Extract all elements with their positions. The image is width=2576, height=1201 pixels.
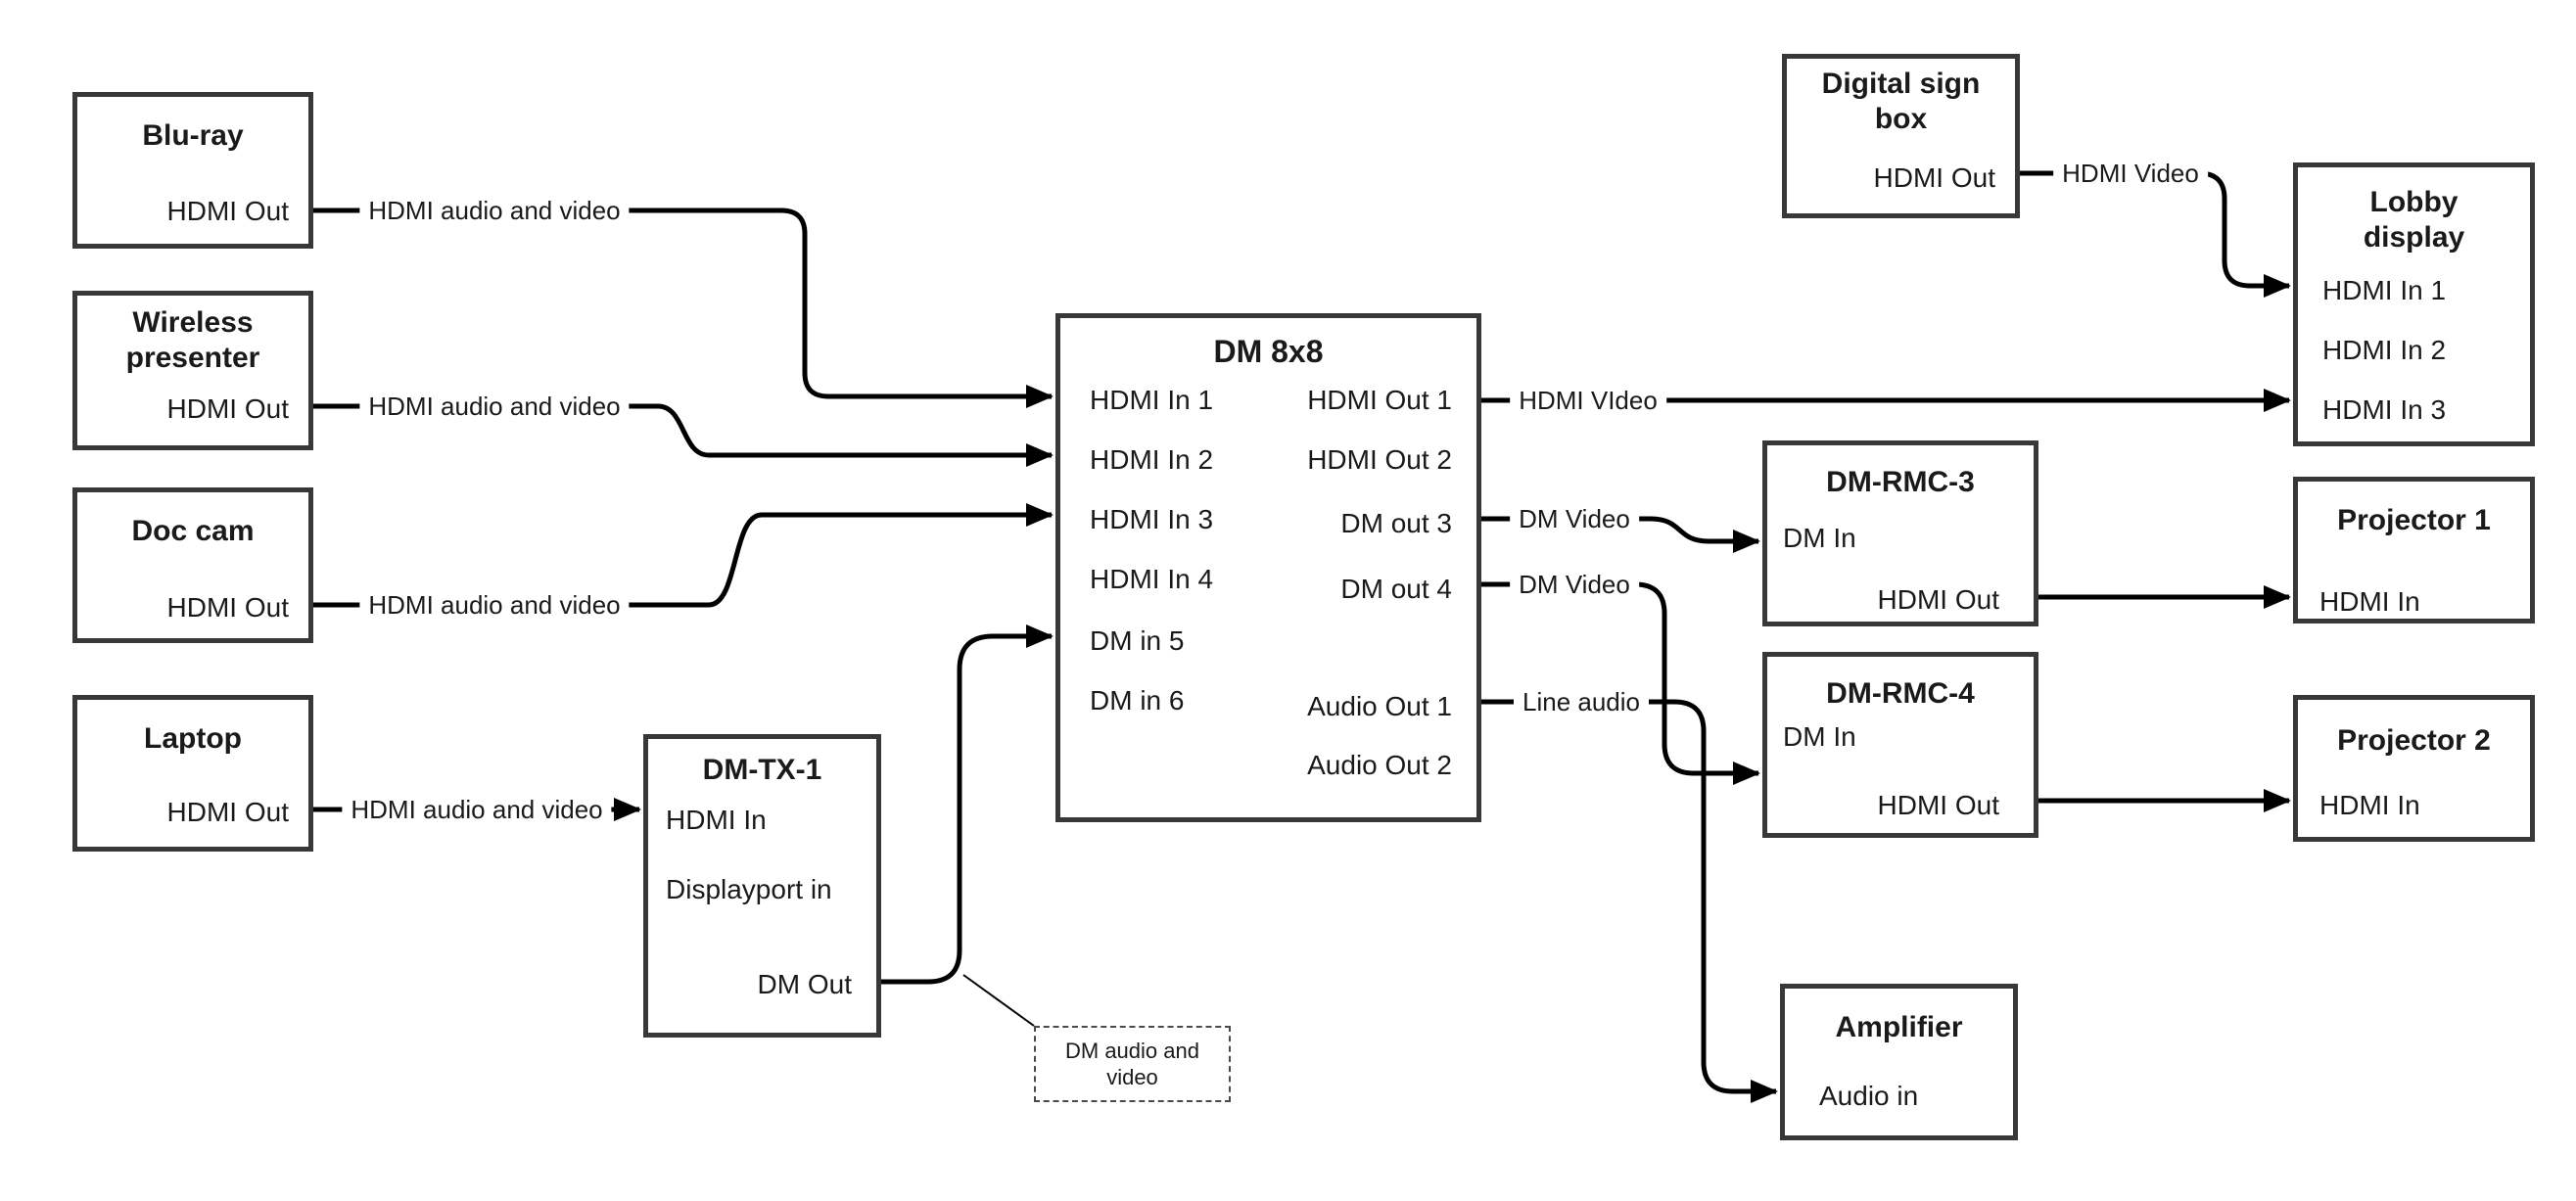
- port-hdmi-out-1: HDMI Out 1: [1307, 385, 1452, 415]
- port-audio-in: Audio in: [1819, 1081, 1919, 1111]
- node-dm-tx-1: DM-TX-1 HDMI In Displayport in DM Out: [643, 734, 881, 1038]
- port-hdmi-in: HDMI In: [666, 805, 767, 835]
- port-hdmi-in-3: HDMI In 3: [1090, 504, 1214, 534]
- node-wireless-presenter: Wireless presenter HDMI Out: [72, 291, 313, 450]
- edge-sign-lobby: [2020, 170, 2291, 298]
- node-doc-cam: Doc cam HDMI Out: [72, 487, 313, 643]
- port-hdmi-in-1: HDMI In 1: [1090, 385, 1214, 415]
- node-title: DM-RMC-4: [1826, 677, 1975, 710]
- edge-label-hdmi-av-2: HDMI audio and video: [359, 392, 630, 421]
- port-hdmi-out: HDMI Out: [166, 797, 289, 827]
- node-dm-8x8: DM 8x8 HDMI In 1 HDMI In 2 HDMI In 3 HDM…: [1055, 313, 1481, 822]
- port-hdmi-out: HDMI Out: [1877, 790, 1999, 820]
- note-pointer-line: [962, 974, 1035, 1027]
- edge-doccam-dm8x8: [313, 503, 1054, 608]
- node-title: DM-TX-1: [702, 754, 822, 786]
- node-digital-sign-box: Digital sign box HDMI Out: [1782, 54, 2020, 218]
- port-dm-in-5: DM in 5: [1090, 625, 1185, 656]
- port-hdmi-in-3: HDMI In 3: [2322, 394, 2447, 425]
- node-title: DM 8x8: [1213, 334, 1324, 369]
- note-dm-audio-video: DM audio and video: [1034, 1026, 1231, 1102]
- node-laptop: Laptop HDMI Out: [72, 695, 313, 852]
- port-hdmi-in-2: HDMI In 2: [2322, 335, 2447, 365]
- port-audio-out-2: Audio Out 2: [1307, 750, 1452, 780]
- node-bluray: Blu-ray HDMI Out: [72, 92, 313, 249]
- port-hdmi-out-2: HDMI Out 2: [1307, 444, 1452, 475]
- edge-audio1-amp: [1481, 699, 1778, 1103]
- port-dm-out-4: DM out 4: [1340, 574, 1452, 604]
- port-dm-out-3: DM out 3: [1340, 508, 1452, 538]
- edge-label-hdmi-video-sign: HDMI Video: [2053, 159, 2208, 188]
- port-audio-out-1: Audio Out 1: [1307, 691, 1452, 721]
- edge-label-hdmi-av-3: HDMI audio and video: [359, 590, 630, 620]
- port-hdmi-out: HDMI Out: [166, 393, 289, 424]
- node-title: Projector 1: [2337, 504, 2491, 536]
- port-hdmi-in-1: HDMI In 1: [2322, 275, 2447, 305]
- node-title: Projector 2: [2337, 724, 2491, 757]
- edge-label-hdmi-av-1: HDMI audio and video: [359, 196, 630, 225]
- port-hdmi-in-2: HDMI In 2: [1090, 444, 1214, 475]
- node-title: Laptop: [144, 722, 242, 755]
- node-title: Wireless presenter: [125, 306, 260, 374]
- port-hdmi-in: HDMI In: [2319, 586, 2420, 617]
- port-hdmi-out: HDMI Out: [166, 196, 289, 226]
- edge-out3-rmc3: [1481, 516, 1760, 553]
- edge-wireless-dm8x8: [313, 403, 1054, 467]
- port-hdmi-in: HDMI In: [2319, 790, 2420, 820]
- edge-label-dm-video-3: DM Video: [1510, 504, 1639, 533]
- node-dm-rmc-4: DM-RMC-4 DM In HDMI Out: [1762, 652, 2038, 838]
- port-hdmi-out: HDMI Out: [1873, 162, 1995, 193]
- node-title: Digital sign box: [1821, 68, 1981, 135]
- node-lobby-display: Lobby display HDMI In 1 HDMI In 2 HDMI I…: [2293, 162, 2535, 446]
- edge-label-dm-video-4: DM Video: [1510, 570, 1639, 599]
- edge-label-line-audio: Line audio: [1514, 687, 1649, 716]
- port-hdmi-out: HDMI Out: [166, 592, 289, 623]
- port-dm-in-6: DM in 6: [1090, 685, 1185, 716]
- port-dm-out: DM Out: [757, 969, 852, 999]
- edge-dmtx1-dm8x8: [881, 624, 1054, 985]
- port-displayport-in: Displayport in: [666, 874, 832, 904]
- node-dm-rmc-3: DM-RMC-3 DM In HDMI Out: [1762, 440, 2038, 626]
- edge-label-hdmi-av-4: HDMI audio and video: [342, 795, 612, 824]
- edge-bluray-dm8x8: [313, 208, 1054, 408]
- edge-label-hdmi-video-out1: HDMI VIdeo: [1510, 386, 1666, 415]
- note-text: DM audio and video: [1065, 1039, 1199, 1089]
- node-amplifier: Amplifier Audio in: [1780, 984, 2018, 1140]
- node-projector-1: Projector 1 HDMI In: [2293, 477, 2535, 624]
- node-title: Doc cam: [131, 515, 255, 547]
- port-dm-in: DM In: [1783, 721, 1856, 752]
- node-title: Lobby display: [2363, 186, 2465, 254]
- port-dm-in: DM In: [1783, 523, 1856, 553]
- node-projector-2: Projector 2 HDMI In: [2293, 695, 2535, 842]
- edge-out4-rmc4: [1481, 581, 1760, 785]
- port-hdmi-in-4: HDMI In 4: [1090, 564, 1214, 594]
- node-title: DM-RMC-3: [1826, 466, 1975, 498]
- node-title: Blu-ray: [142, 119, 244, 152]
- node-title: Amplifier: [1835, 1011, 1963, 1043]
- port-hdmi-out: HDMI Out: [1877, 584, 1999, 615]
